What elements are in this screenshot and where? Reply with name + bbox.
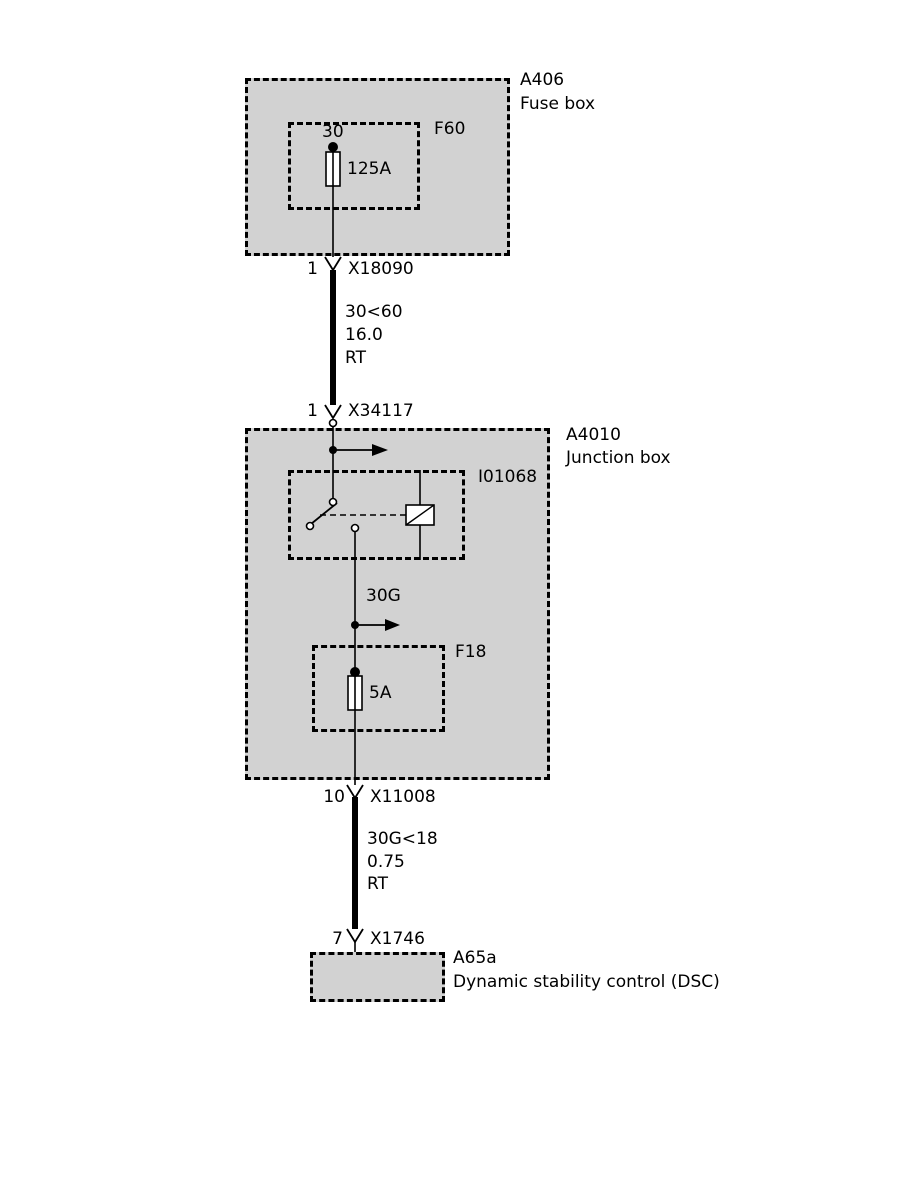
wire1-color: RT	[345, 348, 366, 368]
junction-box-a4010	[245, 428, 550, 780]
connector-x34117-pin: 1	[307, 401, 318, 421]
wire2-circuit: 30G<18	[367, 829, 438, 849]
connector-x18090-symbol	[324, 256, 342, 272]
connector-x18090-pin: 1	[307, 259, 318, 279]
fuse-f60-id: F60	[434, 119, 466, 139]
connector-x1746-pin: 7	[332, 929, 343, 949]
fuse-f60-rating: 125A	[347, 159, 392, 179]
wire1-cross-section: 16.0	[345, 325, 383, 345]
dsc-module-id: A65a	[453, 948, 497, 968]
dsc-module-box	[310, 952, 445, 1002]
dsc-module-name: Dynamic stability control (DSC)	[453, 972, 720, 992]
connector-x34117-id: X34117	[348, 401, 414, 421]
internal-circuit-30g: 30G	[366, 586, 401, 606]
fuse-box-name: Fuse box	[520, 94, 596, 114]
relay-i01068-box	[288, 470, 465, 560]
connector-x11008-symbol	[346, 784, 364, 800]
relay-i01068-id: I01068	[478, 467, 538, 487]
fuse-box-id: A406	[520, 70, 565, 90]
wire1-circuit: 30<60	[345, 302, 403, 322]
connector-x18090-id: X18090	[348, 259, 414, 279]
wire2-color: RT	[367, 874, 388, 894]
fuse-f18-box	[312, 645, 445, 732]
connector-x1746-symbol	[346, 928, 364, 944]
connector-x11008-id: X11008	[370, 787, 436, 807]
fuse-f18-rating: 5A	[369, 683, 392, 703]
connector-x34117-symbol	[324, 404, 342, 420]
junction-box-id: A4010	[566, 425, 621, 445]
fuse-f60-box	[288, 122, 420, 210]
wire2-cross-section: 0.75	[367, 852, 405, 872]
connector-x11008-pin: 10	[323, 787, 345, 807]
connector-x1746-id: X1746	[370, 929, 425, 949]
fuse-f18-id: F18	[455, 642, 487, 662]
junction-box-name: Junction box	[566, 448, 671, 468]
connector-x34117-pin-circle	[328, 418, 338, 428]
terminal-30-label: 30	[322, 122, 344, 142]
